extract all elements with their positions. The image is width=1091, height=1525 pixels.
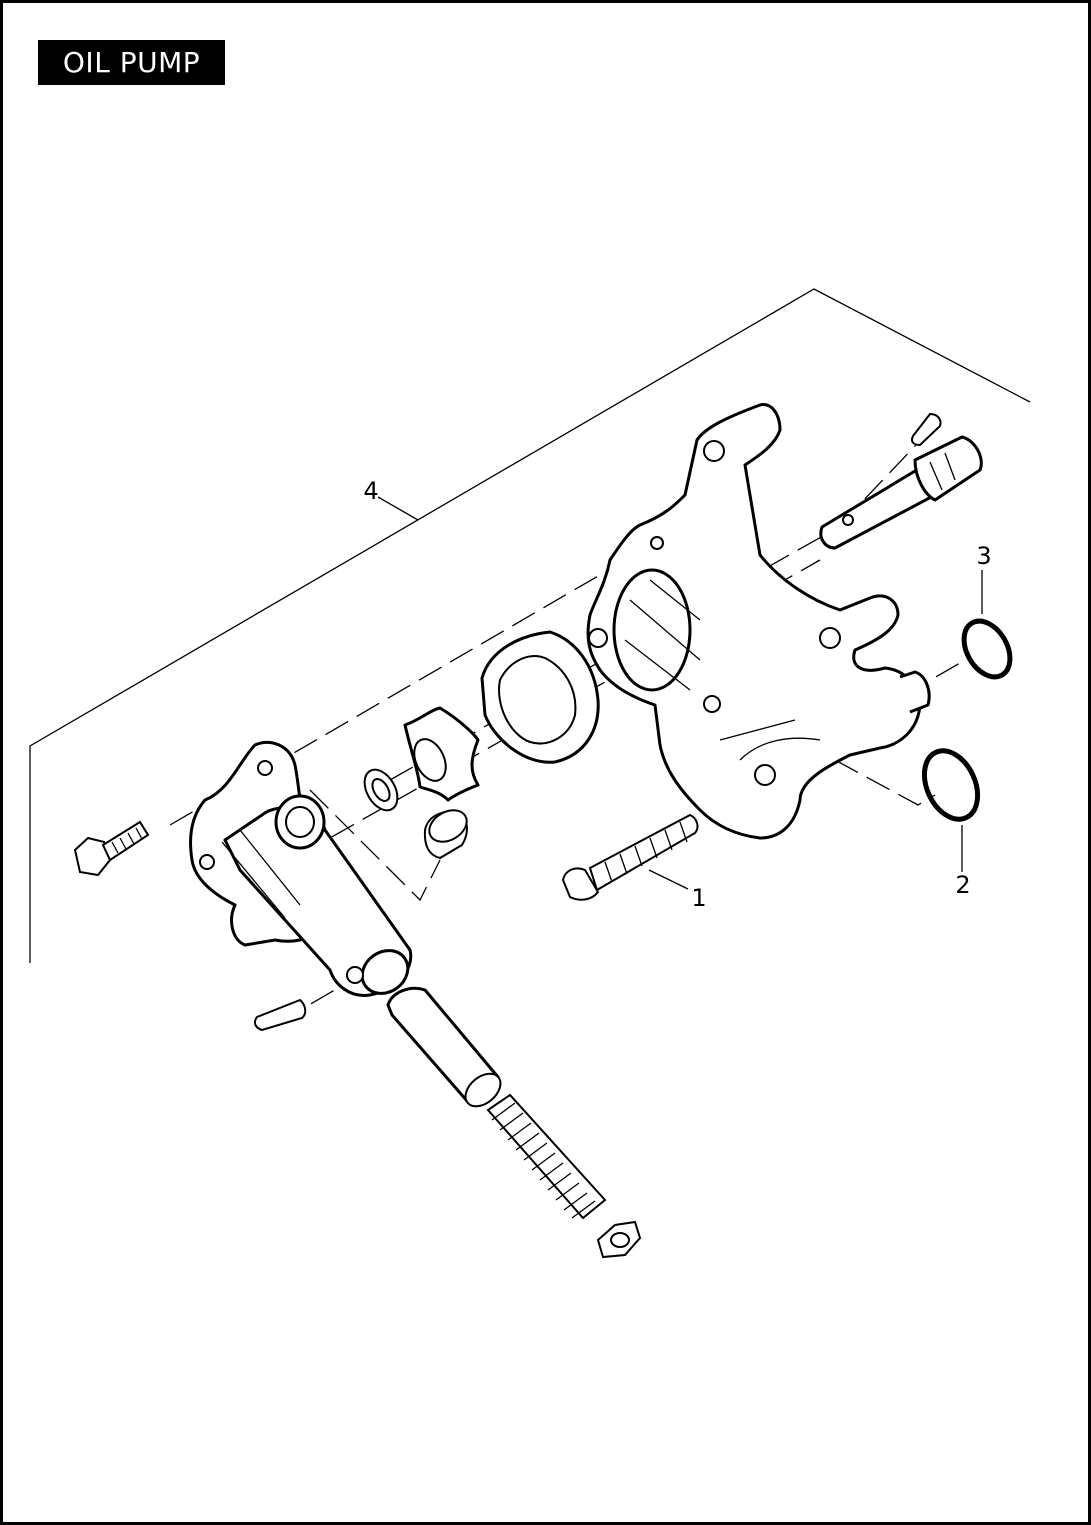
dowel-pin [253,998,307,1032]
flange-bolt [73,820,150,877]
valve-cap [423,809,468,860]
pump-cover [189,740,413,997]
spring [486,1093,607,1220]
socket-head-screw [561,813,699,901]
drive-shaft [819,412,983,550]
outer-gerotor [480,630,600,764]
callout-3: 3 [976,542,991,570]
pump-body [586,403,931,840]
hex-nut [596,1220,642,1259]
assembly-bracket [29,288,1031,963]
page-title: OIL PUMP [38,40,225,85]
callout-1: 1 [691,884,706,912]
leader-lines [377,496,983,890]
washer [363,768,399,812]
callout-2: 2 [955,871,970,899]
valve-plunger [386,986,502,1108]
inner-gerotor [403,706,480,802]
callout-4: 4 [363,477,378,505]
o-rings [921,618,1013,822]
